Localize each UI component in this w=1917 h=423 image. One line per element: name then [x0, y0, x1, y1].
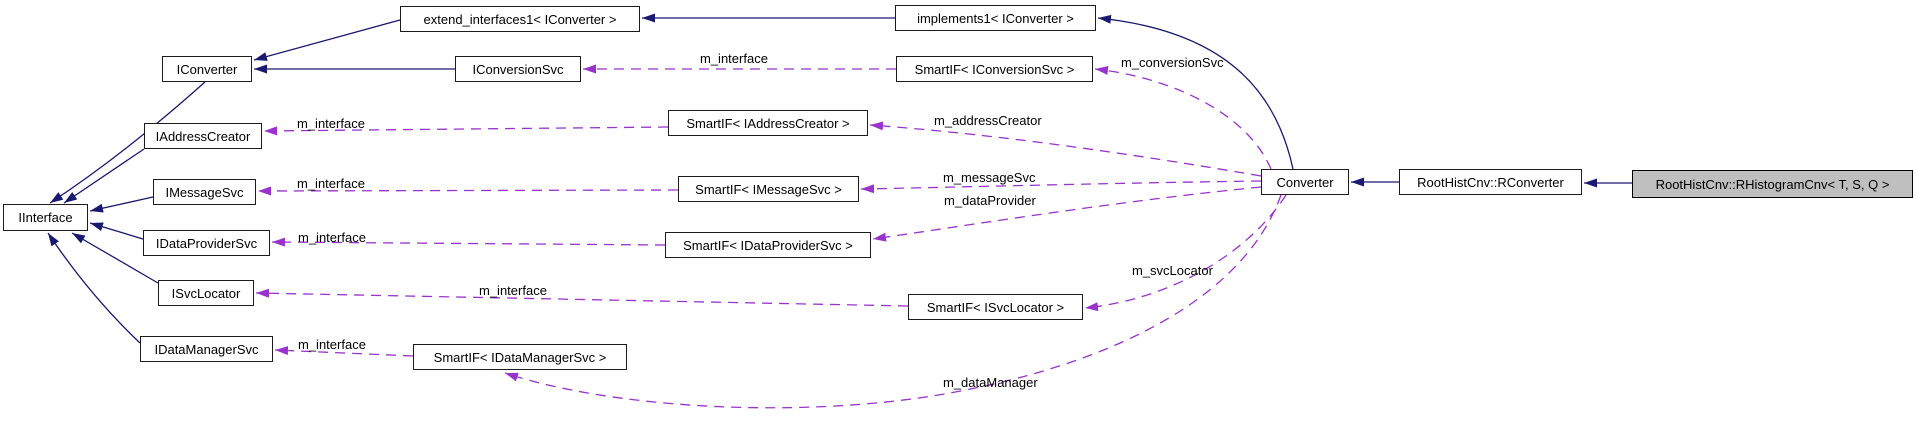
edge-inherit-converter-to-implements1 — [1097, 14, 1294, 170]
node-roothistcnv-rhistogramcnv: RootHistCnv::RHistogramCnv< T, S, Q > — [1632, 170, 1913, 198]
edge-inherit-extend-interfaces1-to-iconverter — [253, 19, 401, 61]
edge-usage-smartif-idatamanagersvc-to-idatamanagersvc — [274, 346, 414, 357]
node-idataprovidersvc[interactable]: IDataProviderSvc — [143, 230, 270, 256]
edge-label-m-messagesvc: m_messageSvc — [943, 170, 1036, 185]
node-smartif-idataprovidersvc[interactable]: SmartIF< IDataProviderSvc > — [665, 232, 871, 258]
node-implements1-iconverter[interactable]: implements1< IConverter > — [895, 5, 1096, 31]
edge-usage-converter-to-smartif-iaddresscreator — [869, 121, 1262, 177]
edge-label-m-interface-dataprovidersvc: m_interface — [298, 230, 366, 245]
node-smartif-iconversionsvc[interactable]: SmartIF< IConversionSvc > — [896, 56, 1093, 82]
edge-label-m-datamanager: m_dataManager — [943, 375, 1038, 390]
edge-usage-converter-to-smartif-iconversionsvc — [1094, 65, 1272, 170]
edge-inherit-idataprovidersvc-to-iinterface — [89, 222, 144, 240]
node-idatamanagersvc[interactable]: IDataManagerSvc — [140, 336, 273, 362]
node-iaddresscreator[interactable]: IAddressCreator — [144, 123, 262, 149]
edge-label-m-dataprovider: m_dataProvider — [944, 193, 1036, 208]
edge-usage-smartif-imessagesvc-to-imessagesvc — [257, 186, 679, 196]
node-isvclocator[interactable]: ISvcLocator — [158, 280, 254, 306]
edge-inherit-iconverter-to-iinterface — [49, 81, 206, 204]
edge-usage-smartif-isvclocator-to-isvclocator — [255, 288, 909, 307]
node-smartif-imessagesvc[interactable]: SmartIF< IMessageSvc > — [678, 176, 859, 202]
edge-label-m-conversionsvc: m_conversionSvc — [1121, 55, 1224, 70]
node-iconversionsvc[interactable]: IConversionSvc — [455, 56, 581, 82]
edge-usage-converter-to-smartif-isvclocator — [1084, 194, 1287, 312]
edge-inherit-isvclocator-to-iinterface — [71, 232, 159, 284]
node-extend-interfaces1-iconverter[interactable]: extend_interfaces1< IConverter > — [400, 6, 640, 32]
edge-label-m-interface-addresscreator: m_interface — [297, 116, 365, 131]
edge-label-m-interface-svclocator: m_interface — [479, 283, 547, 298]
edge-usage-smartif-idataprovidersvc-to-idataprovidersvc — [271, 237, 666, 247]
node-smartif-iaddresscreator[interactable]: SmartIF< IAddressCreator > — [668, 110, 868, 136]
edge-label-m-interface-datamanagersvc: m_interface — [298, 337, 366, 352]
node-smartif-idatamanagersvc[interactable]: SmartIF< IDataManagerSvc > — [413, 344, 627, 370]
node-imessagesvc[interactable]: IMessageSvc — [153, 179, 256, 205]
edge-label-m-svclocator: m_svcLocator — [1132, 263, 1213, 278]
edge-inherit-iaddresscreator-to-iinterface — [63, 148, 145, 204]
node-roothistcnv-rconverter[interactable]: RootHistCnv::RConverter — [1399, 169, 1582, 195]
edge-label-m-interface-messagesvc: m_interface — [297, 176, 365, 191]
edge-inherit-idatamanagersvc-to-iinterface — [47, 232, 141, 344]
node-smartif-isvclocator[interactable]: SmartIF< ISvcLocator > — [908, 294, 1083, 320]
edge-usage-converter-to-smartif-idatamanagersvc — [504, 194, 1282, 409]
node-iinterface[interactable]: IInterface — [3, 204, 88, 231]
edge-inherit-imessagesvc-to-iinterface — [89, 196, 154, 213]
node-converter[interactable]: Converter — [1261, 169, 1349, 195]
edge-label-m-interface-conversionsvc: m_interface — [700, 51, 768, 66]
edge-label-m-addresscreator: m_addressCreator — [934, 113, 1042, 128]
edge-usage-converter-to-smartif-imessagesvc — [860, 180, 1262, 194]
edge-usage-converter-to-smartif-idataprovidersvc — [872, 186, 1262, 242]
node-iconverter[interactable]: IConverter — [162, 56, 252, 82]
